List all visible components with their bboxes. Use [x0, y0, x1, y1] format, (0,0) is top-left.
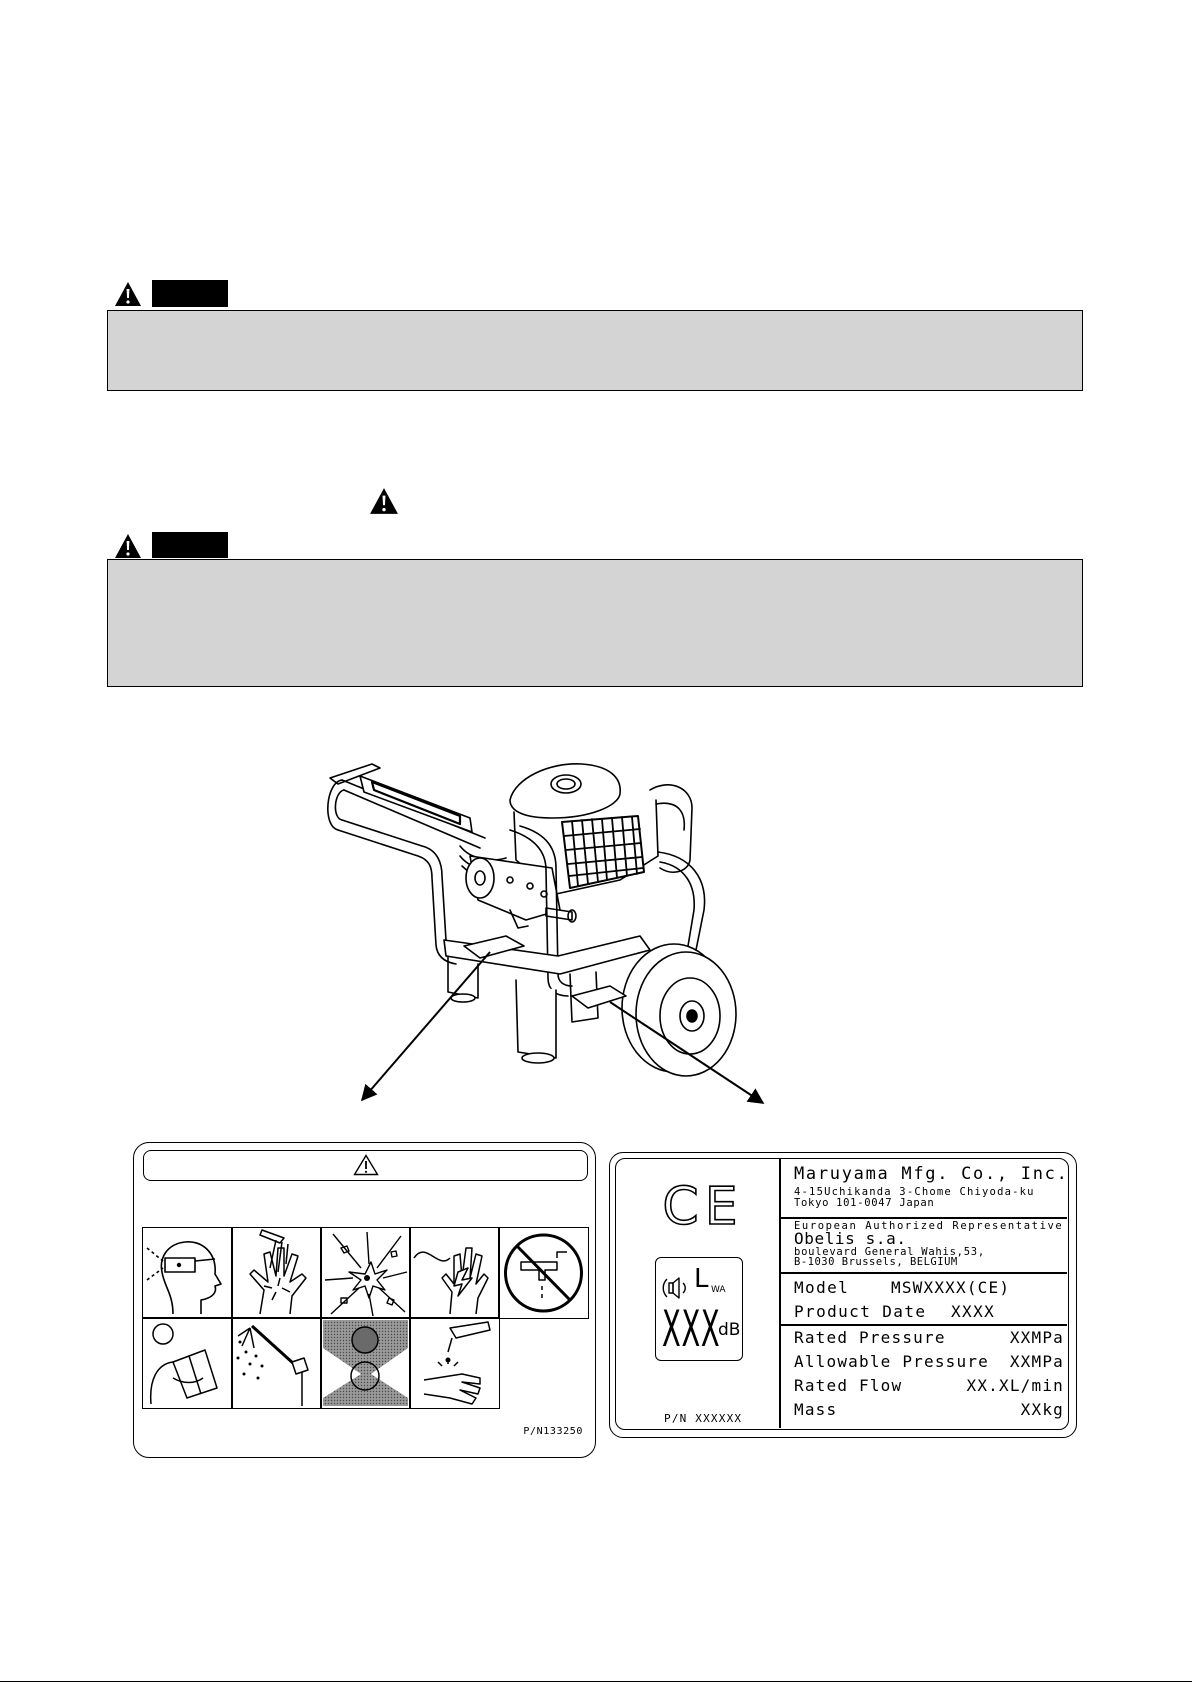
pump-bolt [526, 882, 534, 890]
frame-tube-right [657, 851, 706, 951]
no-water-tap-icon [504, 1233, 583, 1313]
warning-message-box [107, 559, 1083, 687]
representative-name: Obelis s.a. [794, 1229, 907, 1248]
warning-triangle-icon [115, 534, 141, 558]
nameplate-plate [571, 985, 627, 1009]
sound-power-box: L WA XXX dB [655, 1257, 743, 1361]
warning-triangle-icon [370, 488, 398, 514]
wheel-axle [686, 1009, 698, 1023]
product-date-value: XXXX [951, 1302, 996, 1321]
eye-protection-icon [146, 1241, 222, 1315]
electric-shock-icon [413, 1247, 489, 1315]
pump-cylinder-end [465, 857, 495, 899]
spec-row: Rated Flow XX.XL/min [794, 1378, 1064, 1394]
model-value: MSWXXXX(CE) [891, 1278, 1011, 1297]
muffler-housing [649, 784, 693, 873]
explosion-icon [324, 1231, 408, 1317]
spec-value: XXMPa [1009, 1352, 1064, 1371]
spec-label: Rated Pressure [794, 1328, 946, 1347]
representative-address-1: boulevard General Wahis,53, [794, 1246, 985, 1258]
safety-label-part-number: P/N133250 [523, 1426, 583, 1437]
spec-label: Mass [794, 1400, 838, 1419]
safety-pictogram-label: P/N133250 [133, 1142, 596, 1458]
foot-center [521, 1052, 555, 1064]
spec-row: Allowable Pressure XXMPa [794, 1354, 1064, 1370]
signal-word-box [152, 532, 228, 558]
nameplate-divider [780, 1272, 1067, 1274]
warning-triangle-outline-icon [353, 1154, 379, 1176]
manufacturer-name: Maruyama Mfg. Co., Inc. [794, 1164, 1069, 1184]
control-panel-inner [370, 780, 462, 826]
nameplate-divider [779, 1159, 781, 1428]
sound-power-unit: dB [718, 1320, 741, 1340]
pictogram-cell [142, 1317, 233, 1409]
pump-outlet-fitting [567, 909, 577, 923]
pump-inlet [509, 909, 529, 929]
pictogram-cell [320, 1227, 411, 1319]
pictogram-cell [231, 1317, 322, 1409]
pictogram-cell [409, 1317, 500, 1409]
pump-outlet [545, 907, 573, 921]
spray-gun-icon [236, 1324, 309, 1406]
spec-value: XXkg [1020, 1400, 1064, 1419]
model-label: Model [794, 1278, 850, 1297]
sound-power-value: XXX [662, 1300, 721, 1359]
nameplate-inner-border: CE L WA XXX dB P/N XXXXXX Maruyama Mfg. … [615, 1158, 1069, 1430]
pictogram-cell [320, 1317, 411, 1409]
pictogram-cell [142, 1227, 233, 1319]
wheel-tire [635, 951, 737, 1077]
engine-fuel-tank [509, 763, 621, 819]
nameplate-divider [780, 1217, 1067, 1219]
warning-triangle-icon [115, 282, 141, 306]
frame-tube-front [509, 825, 573, 997]
leg-left [447, 955, 479, 999]
frame-tube-left [337, 819, 461, 965]
callout-arrow-nameplate [609, 1001, 765, 1104]
air-cleaner-grid-bars [563, 816, 644, 887]
speaker-icon [662, 1277, 686, 1299]
foot-left [450, 993, 476, 1003]
callout-arrow-safety-label [360, 951, 491, 1102]
page-bottom-rule [0, 1681, 1192, 1682]
sound-power-symbol: L [694, 1264, 709, 1294]
spec-row: Mass XXkg [794, 1402, 1064, 1418]
product-nameplate: CE L WA XXX dB P/N XXXXXX Maruyama Mfg. … [609, 1152, 1077, 1438]
leg-center [515, 979, 557, 1059]
read-manual-icon [149, 1323, 218, 1405]
spec-value: XXMPa [1009, 1328, 1064, 1347]
pressure-washer-illustration [327, 763, 765, 1104]
pictogram-cell [498, 1227, 589, 1319]
wheel-hub [679, 1000, 705, 1032]
ce-mark: CE [662, 1177, 744, 1237]
sound-power-subscript: WA [711, 1285, 726, 1295]
high-pressure-injection-icon [249, 1229, 307, 1315]
pictogram-grid [142, 1227, 589, 1409]
chemical-hand-icon [423, 1321, 491, 1405]
fuel-cap [550, 774, 582, 794]
base-plate [443, 935, 651, 975]
pictogram-cell [231, 1227, 322, 1319]
nameplate-part-number: P/N XXXXXX [664, 1412, 743, 1425]
representative-heading: European Authorized Representative [794, 1220, 1064, 1232]
product-date-label: Product Date [794, 1302, 927, 1321]
fuel-cap-inner [556, 778, 576, 790]
handle-grip-bracket [329, 763, 381, 785]
keep-away-icon [323, 1320, 408, 1406]
manufacturer-address-2: Tokyo 101-0047 Japan [794, 1197, 935, 1209]
pump-bolt [506, 876, 514, 884]
safety-label-header [143, 1150, 588, 1181]
spec-row: Rated Pressure XXMPa [794, 1330, 1064, 1346]
nameplate-divider [780, 1324, 1067, 1326]
warning-message-box [107, 310, 1083, 391]
pump-cylinder-cap [474, 870, 486, 886]
spec-value: XX.XL/min [966, 1376, 1064, 1395]
spec-label: Rated Flow [794, 1376, 903, 1395]
handle-loop-end [327, 779, 345, 831]
spec-label: Allowable Pressure [794, 1352, 989, 1371]
safety-label-plate [463, 935, 525, 959]
representative-address-2: B-1030 Brussels, BELGIUM [794, 1256, 958, 1268]
signal-word-box [152, 280, 228, 307]
pictogram-cell [409, 1227, 500, 1319]
manufacturer-address-1: 4-15Uchikanda 3-Chome Chiyoda-ku [794, 1186, 1035, 1198]
